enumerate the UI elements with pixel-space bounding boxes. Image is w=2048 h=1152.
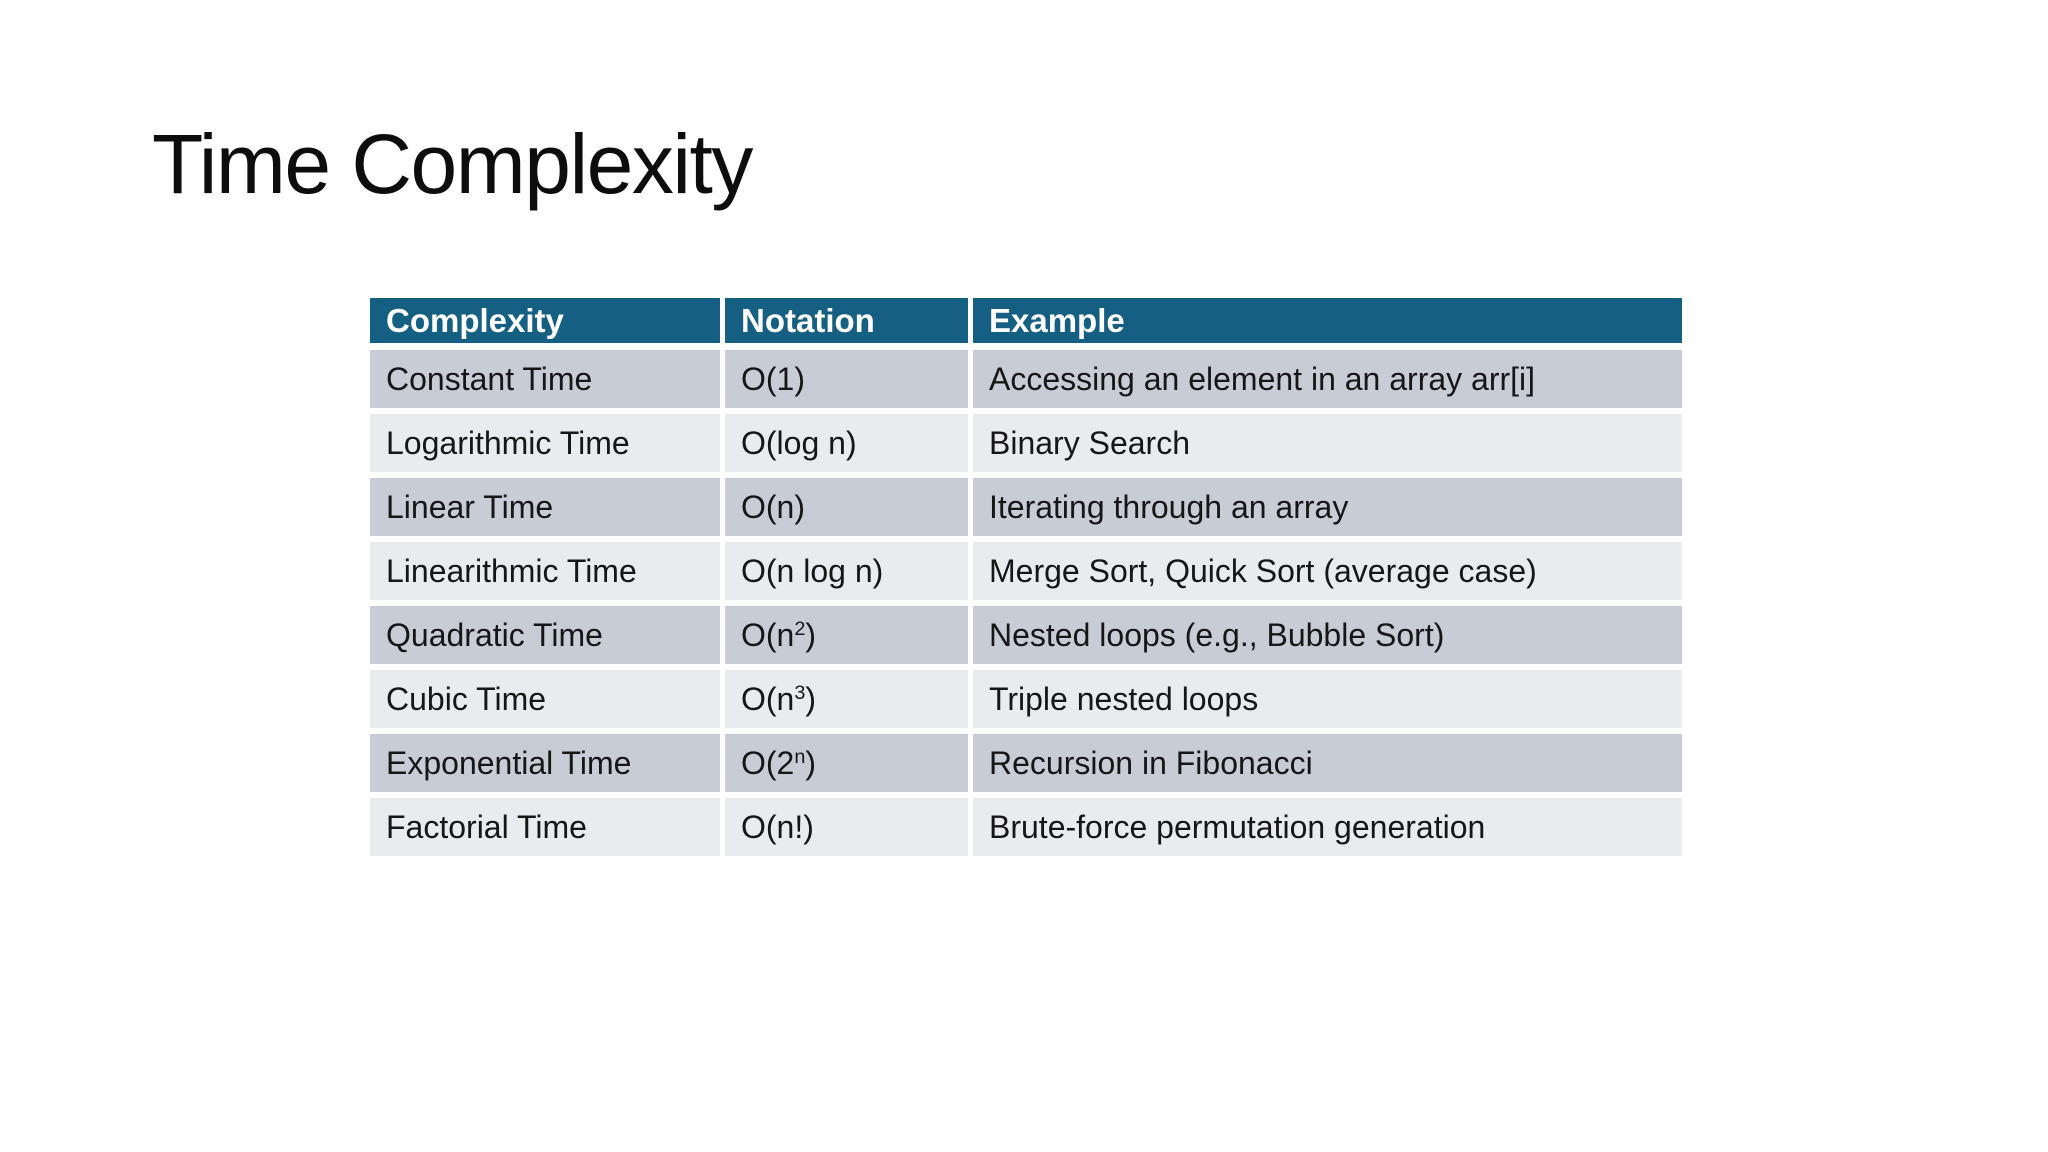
header-cell-notation: Notation [725, 298, 968, 343]
notation-close: ) [805, 617, 817, 653]
notation-superscript: n [794, 746, 806, 769]
table-body: Constant Time O(1) Accessing an element … [370, 350, 1682, 856]
cell-example: Brute-force permutation generation [973, 798, 1682, 856]
cell-complexity: Constant Time [370, 350, 720, 408]
notation-base: O(n [741, 681, 795, 717]
cell-notation: O(n) [725, 478, 968, 536]
notation-base: O(log n) [741, 425, 857, 461]
notation-base: O(n!) [741, 809, 814, 845]
cell-example: Iterating through an array [973, 478, 1682, 536]
notation-close: ) [805, 681, 817, 717]
cell-complexity: Factorial Time [370, 798, 720, 856]
cell-notation: O(n!) [725, 798, 968, 856]
cell-complexity: Logarithmic Time [370, 414, 720, 472]
cell-complexity: Quadratic Time [370, 606, 720, 664]
notation-superscript: 2 [794, 618, 806, 641]
table-row: Linearithmic Time O(n log n) Merge Sort,… [370, 542, 1682, 600]
notation-base: O(1) [741, 361, 805, 397]
notation-base: O(n [741, 617, 795, 653]
cell-notation: O(log n) [725, 414, 968, 472]
cell-complexity: Linearithmic Time [370, 542, 720, 600]
slide-title: Time Complexity [152, 117, 753, 211]
notation-base: O(2 [741, 745, 795, 781]
table-row: Logarithmic Time O(log n) Binary Search [370, 414, 1682, 472]
cell-complexity: Cubic Time [370, 670, 720, 728]
cell-example: Binary Search [973, 414, 1682, 472]
table-header-row: Complexity Notation Example [370, 298, 1682, 343]
cell-example: Triple nested loops [973, 670, 1682, 728]
cell-notation: O(2n) [725, 734, 968, 792]
cell-complexity: Exponential Time [370, 734, 720, 792]
table-row: Constant Time O(1) Accessing an element … [370, 350, 1682, 408]
complexity-table: Complexity Notation Example Constant Tim… [370, 298, 1682, 856]
cell-complexity: Linear Time [370, 478, 720, 536]
cell-notation: O(1) [725, 350, 968, 408]
notation-close: ) [805, 745, 817, 781]
cell-notation: O(n3) [725, 670, 968, 728]
table-row: Factorial Time O(n!) Brute-force permuta… [370, 798, 1682, 856]
header-cell-complexity: Complexity [370, 298, 720, 343]
header-cell-example: Example [973, 298, 1682, 343]
cell-example: Merge Sort, Quick Sort (average case) [973, 542, 1682, 600]
cell-example: Accessing an element in an array arr[i] [973, 350, 1682, 408]
notation-base: O(n) [741, 489, 805, 525]
cell-example: Nested loops (e.g., Bubble Sort) [973, 606, 1682, 664]
table-row: Exponential Time O(2n) Recursion in Fibo… [370, 734, 1682, 792]
notation-base: O(n log n) [741, 553, 884, 589]
notation-superscript: 3 [794, 682, 806, 705]
table-row: Linear Time O(n) Iterating through an ar… [370, 478, 1682, 536]
cell-notation: O(n2) [725, 606, 968, 664]
cell-notation: O(n log n) [725, 542, 968, 600]
table-row: Quadratic Time O(n2) Nested loops (e.g.,… [370, 606, 1682, 664]
cell-example: Recursion in Fibonacci [973, 734, 1682, 792]
table-row: Cubic Time O(n3) Triple nested loops [370, 670, 1682, 728]
